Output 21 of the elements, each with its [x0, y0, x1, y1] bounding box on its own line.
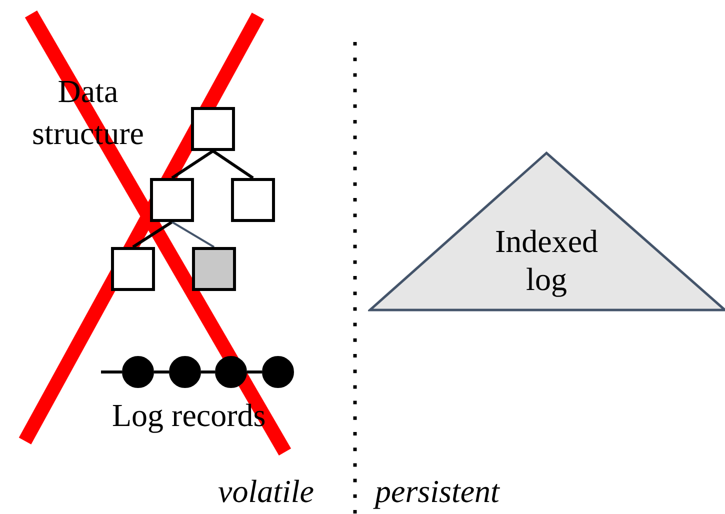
- connector-line: [101, 370, 122, 374]
- triangle-shape: [368, 151, 725, 312]
- tree-node-box: [111, 247, 155, 291]
- connector-line: [154, 370, 169, 374]
- tree-node-box: [150, 178, 194, 222]
- connector-line: [132, 220, 173, 248]
- connector-line: [247, 370, 262, 374]
- tree-node-box: [231, 178, 275, 222]
- text-label: volatile: [218, 472, 314, 511]
- log-record-dot: [169, 356, 201, 388]
- text-label: persistent: [375, 472, 500, 511]
- log-record-dot: [262, 356, 294, 388]
- connector-line: [201, 370, 215, 374]
- node-label: Indexed log: [494, 222, 600, 298]
- connector-line: [171, 221, 215, 248]
- connector-line: [171, 150, 214, 180]
- tree-node-box: [191, 107, 235, 151]
- log-record-dot: [122, 356, 154, 388]
- log-record-dot: [215, 356, 247, 388]
- tree-node-box: [192, 247, 236, 291]
- connector-line: [212, 150, 254, 180]
